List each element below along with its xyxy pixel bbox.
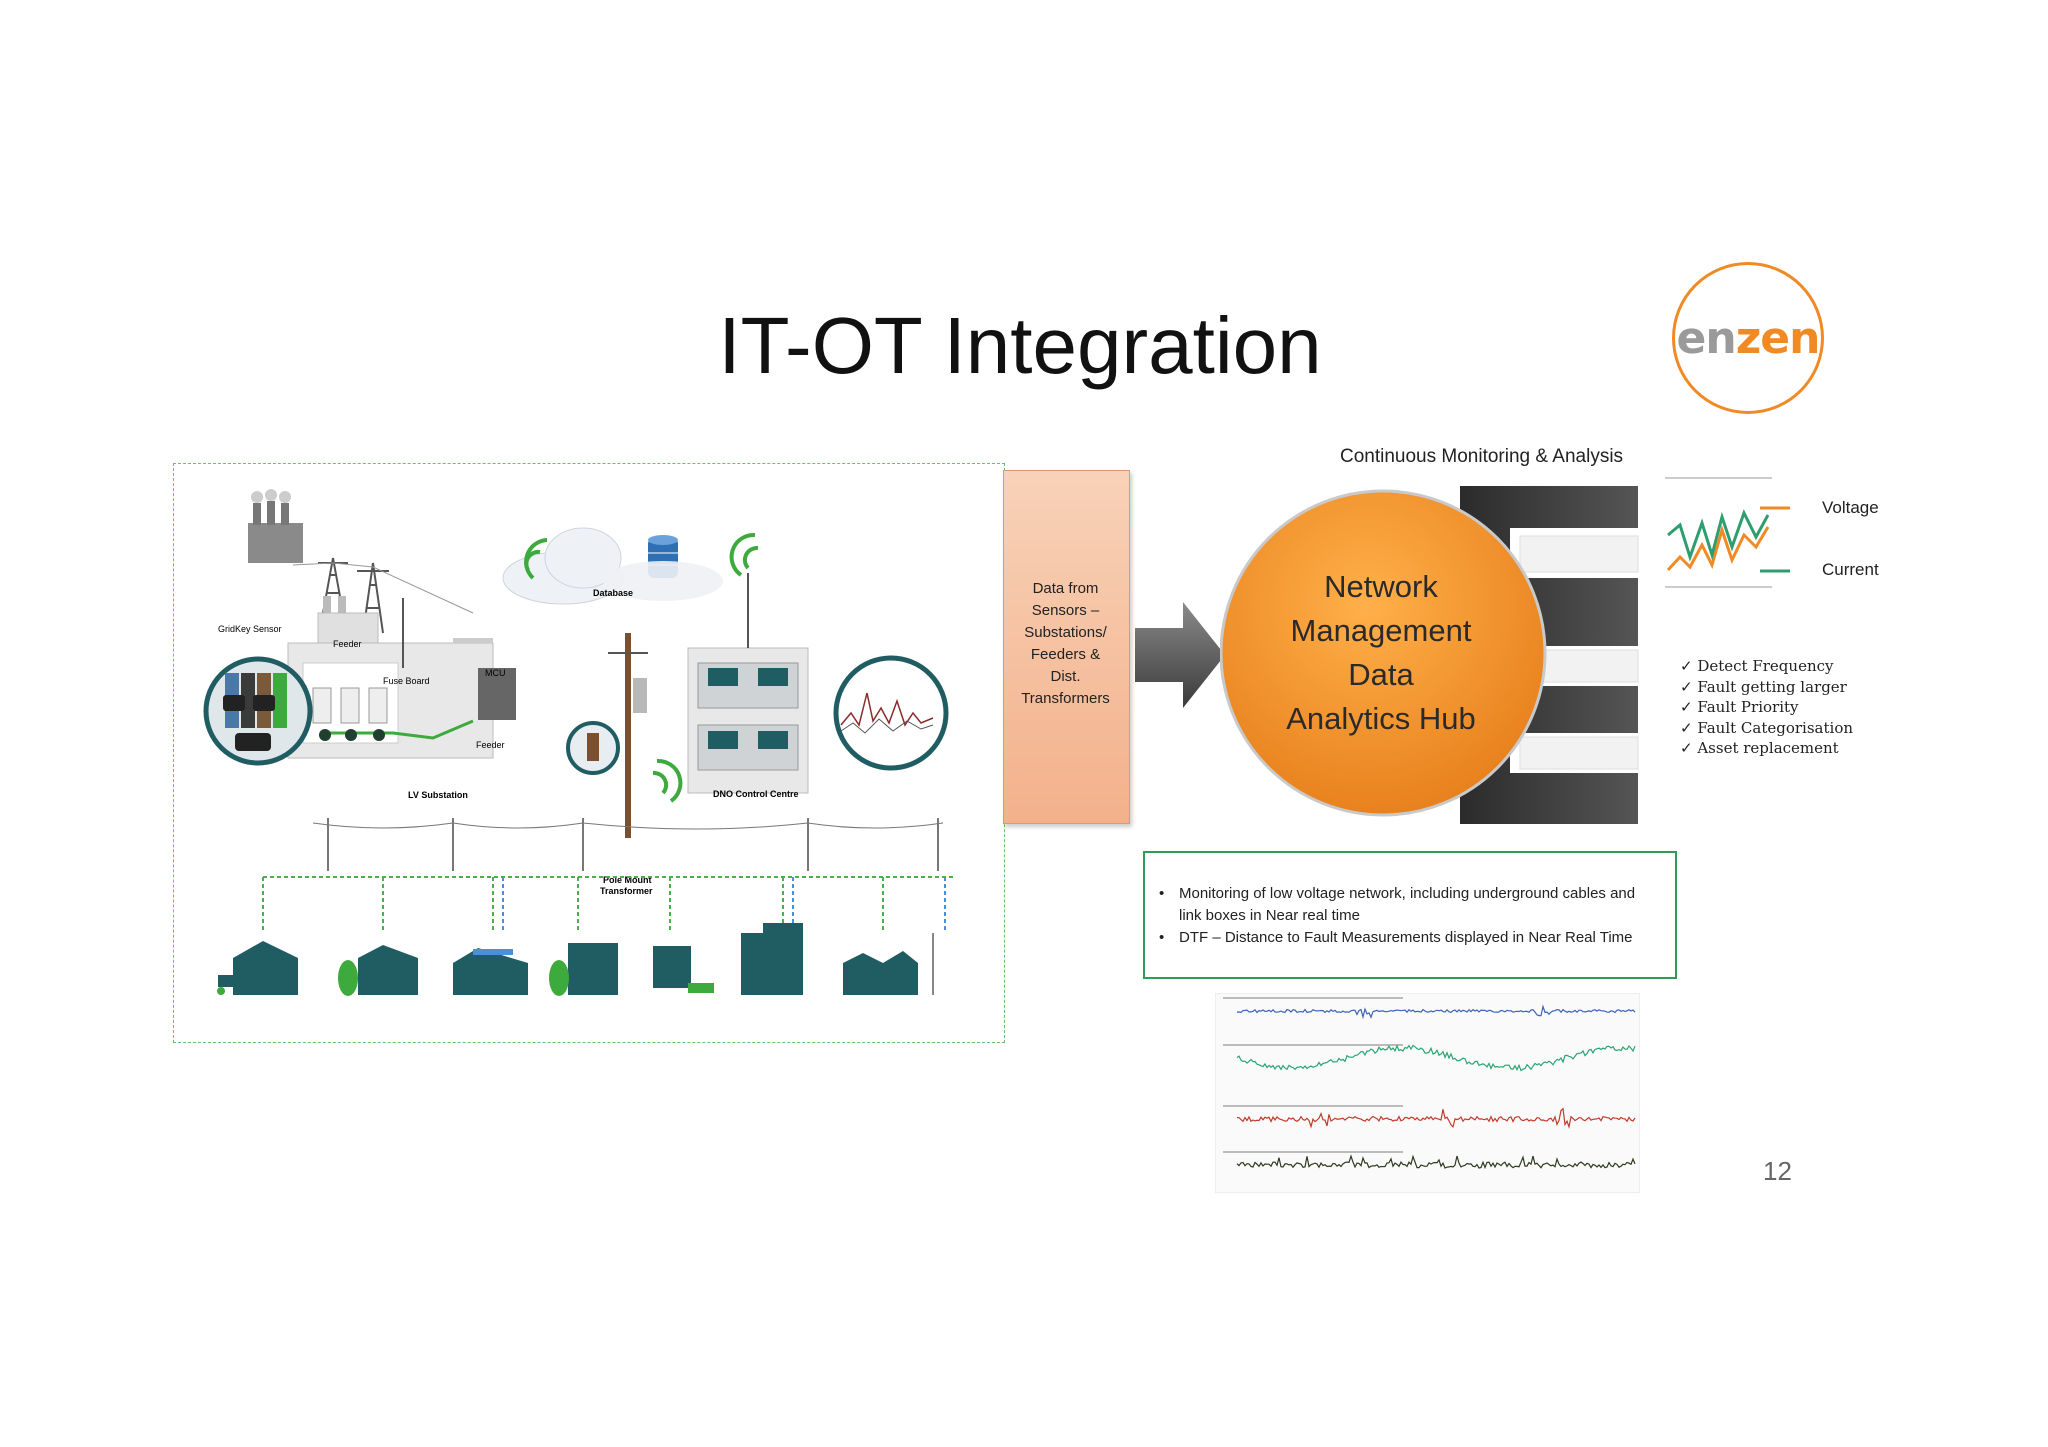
analytics-hub-title: Network Management Data Analytics Hub — [1226, 565, 1536, 741]
waveform-measurements-screenshot — [1215, 993, 1640, 1193]
dno-control-centre-building — [688, 573, 808, 793]
house-icon — [338, 945, 418, 996]
wireless-signal-icon — [732, 535, 758, 575]
continuous-monitoring-caption: Continuous Monitoring & Analysis — [1340, 446, 1623, 468]
pole-mount-label-line2: Transformer — [600, 886, 653, 896]
checklist-item: Fault Priority — [1680, 697, 1853, 718]
voltage-legend-label: Voltage — [1822, 498, 1879, 518]
apartment-icon — [549, 943, 618, 996]
waveform-panel-header — [1223, 1044, 1403, 1046]
checklist-item: Asset replacement — [1680, 738, 1853, 759]
mcu-label: MCU — [485, 668, 506, 678]
gridkey-sensor-label: GridKey Sensor — [218, 624, 282, 634]
lv-substation-label: LV Substation — [408, 790, 468, 800]
power-plant-icon — [248, 489, 303, 563]
hub-title-line4: Analytics Hub — [1226, 697, 1536, 741]
page-number: 12 — [1763, 1156, 1792, 1187]
current-line — [1668, 513, 1768, 557]
checklist-item: Fault Categorisation — [1680, 718, 1853, 739]
hub-title-line2: Management — [1226, 609, 1536, 653]
current-legend-label: Current — [1822, 560, 1879, 580]
logo-text-part1: en — [1677, 313, 1736, 364]
gridkey-sensor-zoom — [206, 659, 310, 763]
monitoring-info-box: Monitoring of low voltage network, inclu… — [1143, 851, 1677, 979]
pole-mount-transformer — [568, 633, 648, 838]
monitoring-chart-zoom — [836, 658, 946, 768]
checklist-item: Fault getting larger — [1680, 677, 1853, 698]
dno-control-centre-label: DNO Control Centre — [713, 789, 799, 799]
hub-title-line3: Data — [1226, 653, 1536, 697]
data-from-sensors-text: Data from Sensors – Substations/ Feeders… — [1003, 578, 1128, 710]
factory-icon — [843, 933, 933, 995]
house-icon — [453, 948, 528, 995]
voltage-current-legend-graphic — [1660, 475, 1790, 590]
monitoring-bullet: DTF – Distance to Fault Measurements dis… — [1159, 927, 1657, 949]
analysis-checklist: Detect Frequency Fault getting larger Fa… — [1680, 656, 1853, 759]
checklist-item: Detect Frequency — [1680, 656, 1853, 677]
database-label: Database — [593, 588, 633, 598]
fuse-board-label: Fuse Board — [383, 676, 430, 686]
logo-text-part2: zen — [1736, 313, 1820, 364]
monitoring-bullet: Monitoring of low voltage network, inclu… — [1159, 883, 1657, 927]
wireless-signal-icon — [653, 761, 680, 801]
consumer-buildings — [217, 923, 933, 996]
feeder-top-label: Feeder — [333, 639, 362, 649]
office-building-icon — [741, 923, 803, 995]
waveform-panel-header — [1223, 1151, 1403, 1153]
house-icon — [653, 946, 714, 993]
enzen-logo: enzen — [1672, 262, 1824, 414]
arrow-right-icon — [1133, 600, 1228, 710]
waveform-panel-header — [1223, 997, 1403, 999]
hub-title-line1: Network — [1226, 565, 1536, 609]
house-icon — [217, 941, 298, 995]
network-diagram-illustration: Database Fuse Board MCU Feeder LV Substa… — [173, 463, 1005, 1043]
feeder-inner-label: Feeder — [476, 740, 505, 750]
waveform-panel-header — [1223, 1105, 1403, 1107]
